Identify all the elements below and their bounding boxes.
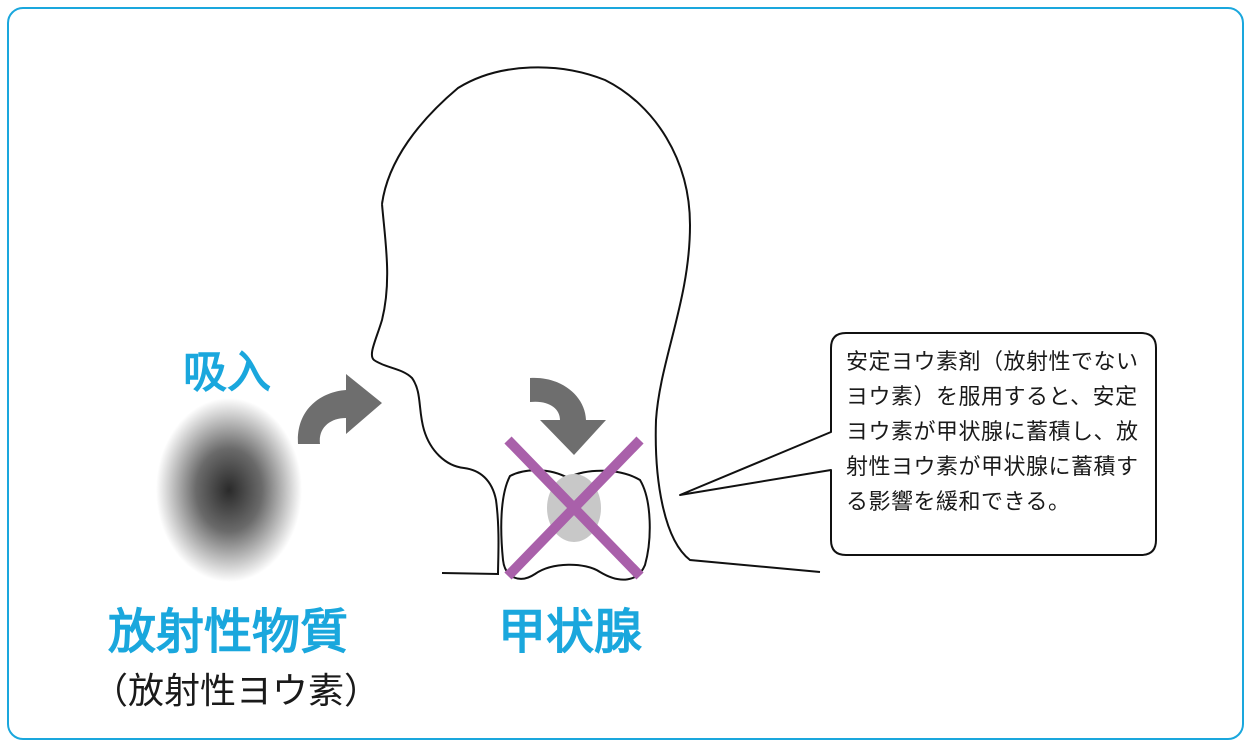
- cross-mark-icon: [504, 436, 644, 580]
- down-curved-arrow-icon: [530, 377, 606, 455]
- radioactive-cloud-icon: [156, 398, 302, 582]
- thyroid-label: 甲状腺: [498, 604, 643, 660]
- substance-label: 放射性物質: [108, 604, 349, 660]
- diagram-frame: [7, 7, 1244, 740]
- head-outline: [370, 66, 821, 576]
- curved-arrow-icon: [297, 374, 382, 444]
- substance-sublabel: （放射性ヨウ素）: [92, 671, 381, 712]
- callout-bubble: [679, 332, 1157, 556]
- inhale-label: 吸入: [183, 347, 271, 398]
- callout-text: 安定ヨウ素剤（放射性でないヨウ素）を服用すると、安定ヨウ素が甲状腺に蓄積し、放射…: [846, 350, 1139, 515]
